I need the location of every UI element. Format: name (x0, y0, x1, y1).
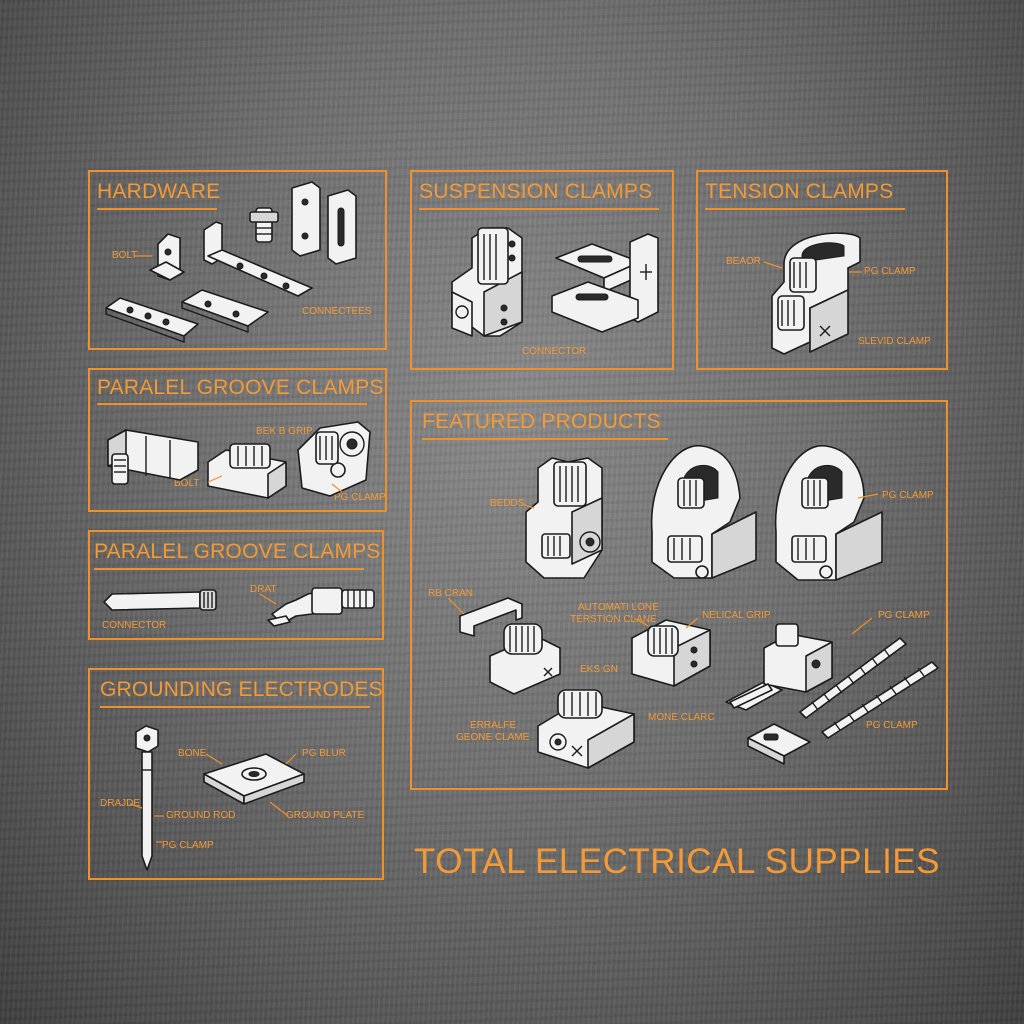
grounding-electrodes-illustration (129, 725, 305, 871)
parallel-groove-clamps-title-2: PARALEL GROOVE CLAMPS (94, 540, 381, 563)
tension-label-beaor: BEAOR (726, 256, 762, 267)
grounding-label-drajde: DRAJDE (100, 798, 141, 809)
tension-clamps-illustration (763, 232, 862, 355)
parallel-1-label-bolt: BOLT (174, 478, 200, 489)
parallel-2-label-drat: DRAT (250, 584, 277, 595)
tension-clamps-title: TENSION CLAMPS (705, 180, 894, 203)
parallel-groove-clamps-illustration-2 (103, 587, 375, 627)
tension-clamps-panel: TENSION CLAMPS BEAOR PG CLAMP SLEVID CLA… (696, 170, 948, 370)
hardware-panel: HARDWARE BOLT CONNECTEES (88, 170, 387, 350)
featured-label-helical-grip: NELICAL GRIP (702, 610, 771, 621)
featured-products-rule (422, 438, 668, 440)
featured-label-pg-clamp-2: PG CLAMP (878, 610, 930, 621)
grounding-label-ground-plate: GROUND PLATE (286, 810, 365, 821)
suspension-clamps-title-rule (419, 208, 659, 210)
parallel-1-label-pg-clamp: PG CLAMP (334, 492, 386, 503)
parallel-groove-clamps-panel-2: PARALEL GROOVE CLAMPS CONNECTOR DRAT (88, 530, 384, 640)
featured-label-mone-clarc: MONE CLARC (648, 712, 715, 723)
featured-label-eks-gn: EKS GN (580, 664, 618, 675)
hardware-title-rule (97, 208, 217, 210)
parallel-groove-clamps-panel-1: PARALEL GROOVE CLAMPS BEK B GRIP BOLT PG… (88, 368, 387, 512)
tension-label-slevid-clamp: SLEVID CLAMP (858, 336, 931, 347)
parallel-groove-clamps-illustration-1 (107, 421, 371, 499)
featured-label-pg-clamp-3: PG CLAMP (866, 720, 918, 731)
featured-label-pg-clamp-1: PG CLAMP (882, 490, 934, 501)
company-title: TOTAL ELECTRICAL SUPPLIES (414, 842, 940, 881)
tension-clamps-title-rule (705, 208, 905, 210)
featured-products-illustration (447, 445, 939, 769)
grounding-electrodes-rule (100, 706, 370, 708)
grounding-electrodes-panel: GROUNDING ELECTRODES BONE PG BLUR DRAJDE… (88, 668, 384, 880)
tension-label-pg-clamp: PG CLAMP (864, 266, 916, 277)
suspension-clamps-illustration (451, 227, 659, 337)
grounding-electrodes-title: GROUNDING ELECTRODES (100, 678, 383, 701)
featured-label-bedds: BEDDS (490, 498, 525, 509)
featured-label-parallel-1: ERRALFE (470, 720, 517, 731)
featured-label-parallel-2: GEONE CLAME (456, 732, 530, 743)
featured-label-automatic-tension-1: AUTOMATI LONE (578, 602, 659, 613)
parallel-1-label-bek-grip: BEK B GRIP (256, 426, 313, 437)
grounding-label-ground-rod: GROUND ROD (166, 810, 236, 821)
parallel-2-label-connector: CONNECTOR (102, 620, 167, 631)
hardware-title: HARDWARE (97, 180, 221, 203)
hardware-label-bolt: BOLT (112, 250, 138, 261)
grounding-label-pg-blur: PG BLUR (302, 748, 346, 759)
featured-products-panel: FEATURED PRODUCTS BEDDS PG CLAMP RB CRAN… (410, 400, 948, 790)
featured-label-rb-cran: RB CRAN (428, 588, 474, 599)
parallel-groove-clamps-rule-2 (94, 568, 364, 570)
suspension-label-connector: CONNECTOR (522, 346, 587, 357)
featured-products-title: FEATURED PRODUCTS (422, 410, 661, 433)
hardware-label-connector: CONNECTEES (302, 306, 372, 317)
grounding-label-bone: BONE (178, 748, 207, 759)
grounding-label-pg-clamp: PG CLAMP (162, 840, 214, 851)
featured-label-automatic-tension-2: TERSTION CLANE (570, 614, 657, 625)
suspension-clamps-title: SUSPENSION CLAMPS (419, 180, 653, 203)
parallel-groove-clamps-rule-1 (97, 403, 367, 405)
hardware-parts-illustration (105, 181, 357, 343)
parallel-groove-clamps-title-1: PARALEL GROOVE CLAMPS (97, 376, 384, 399)
suspension-clamps-panel: SUSPENSION CLAMPS CONNECTOR (410, 170, 674, 370)
